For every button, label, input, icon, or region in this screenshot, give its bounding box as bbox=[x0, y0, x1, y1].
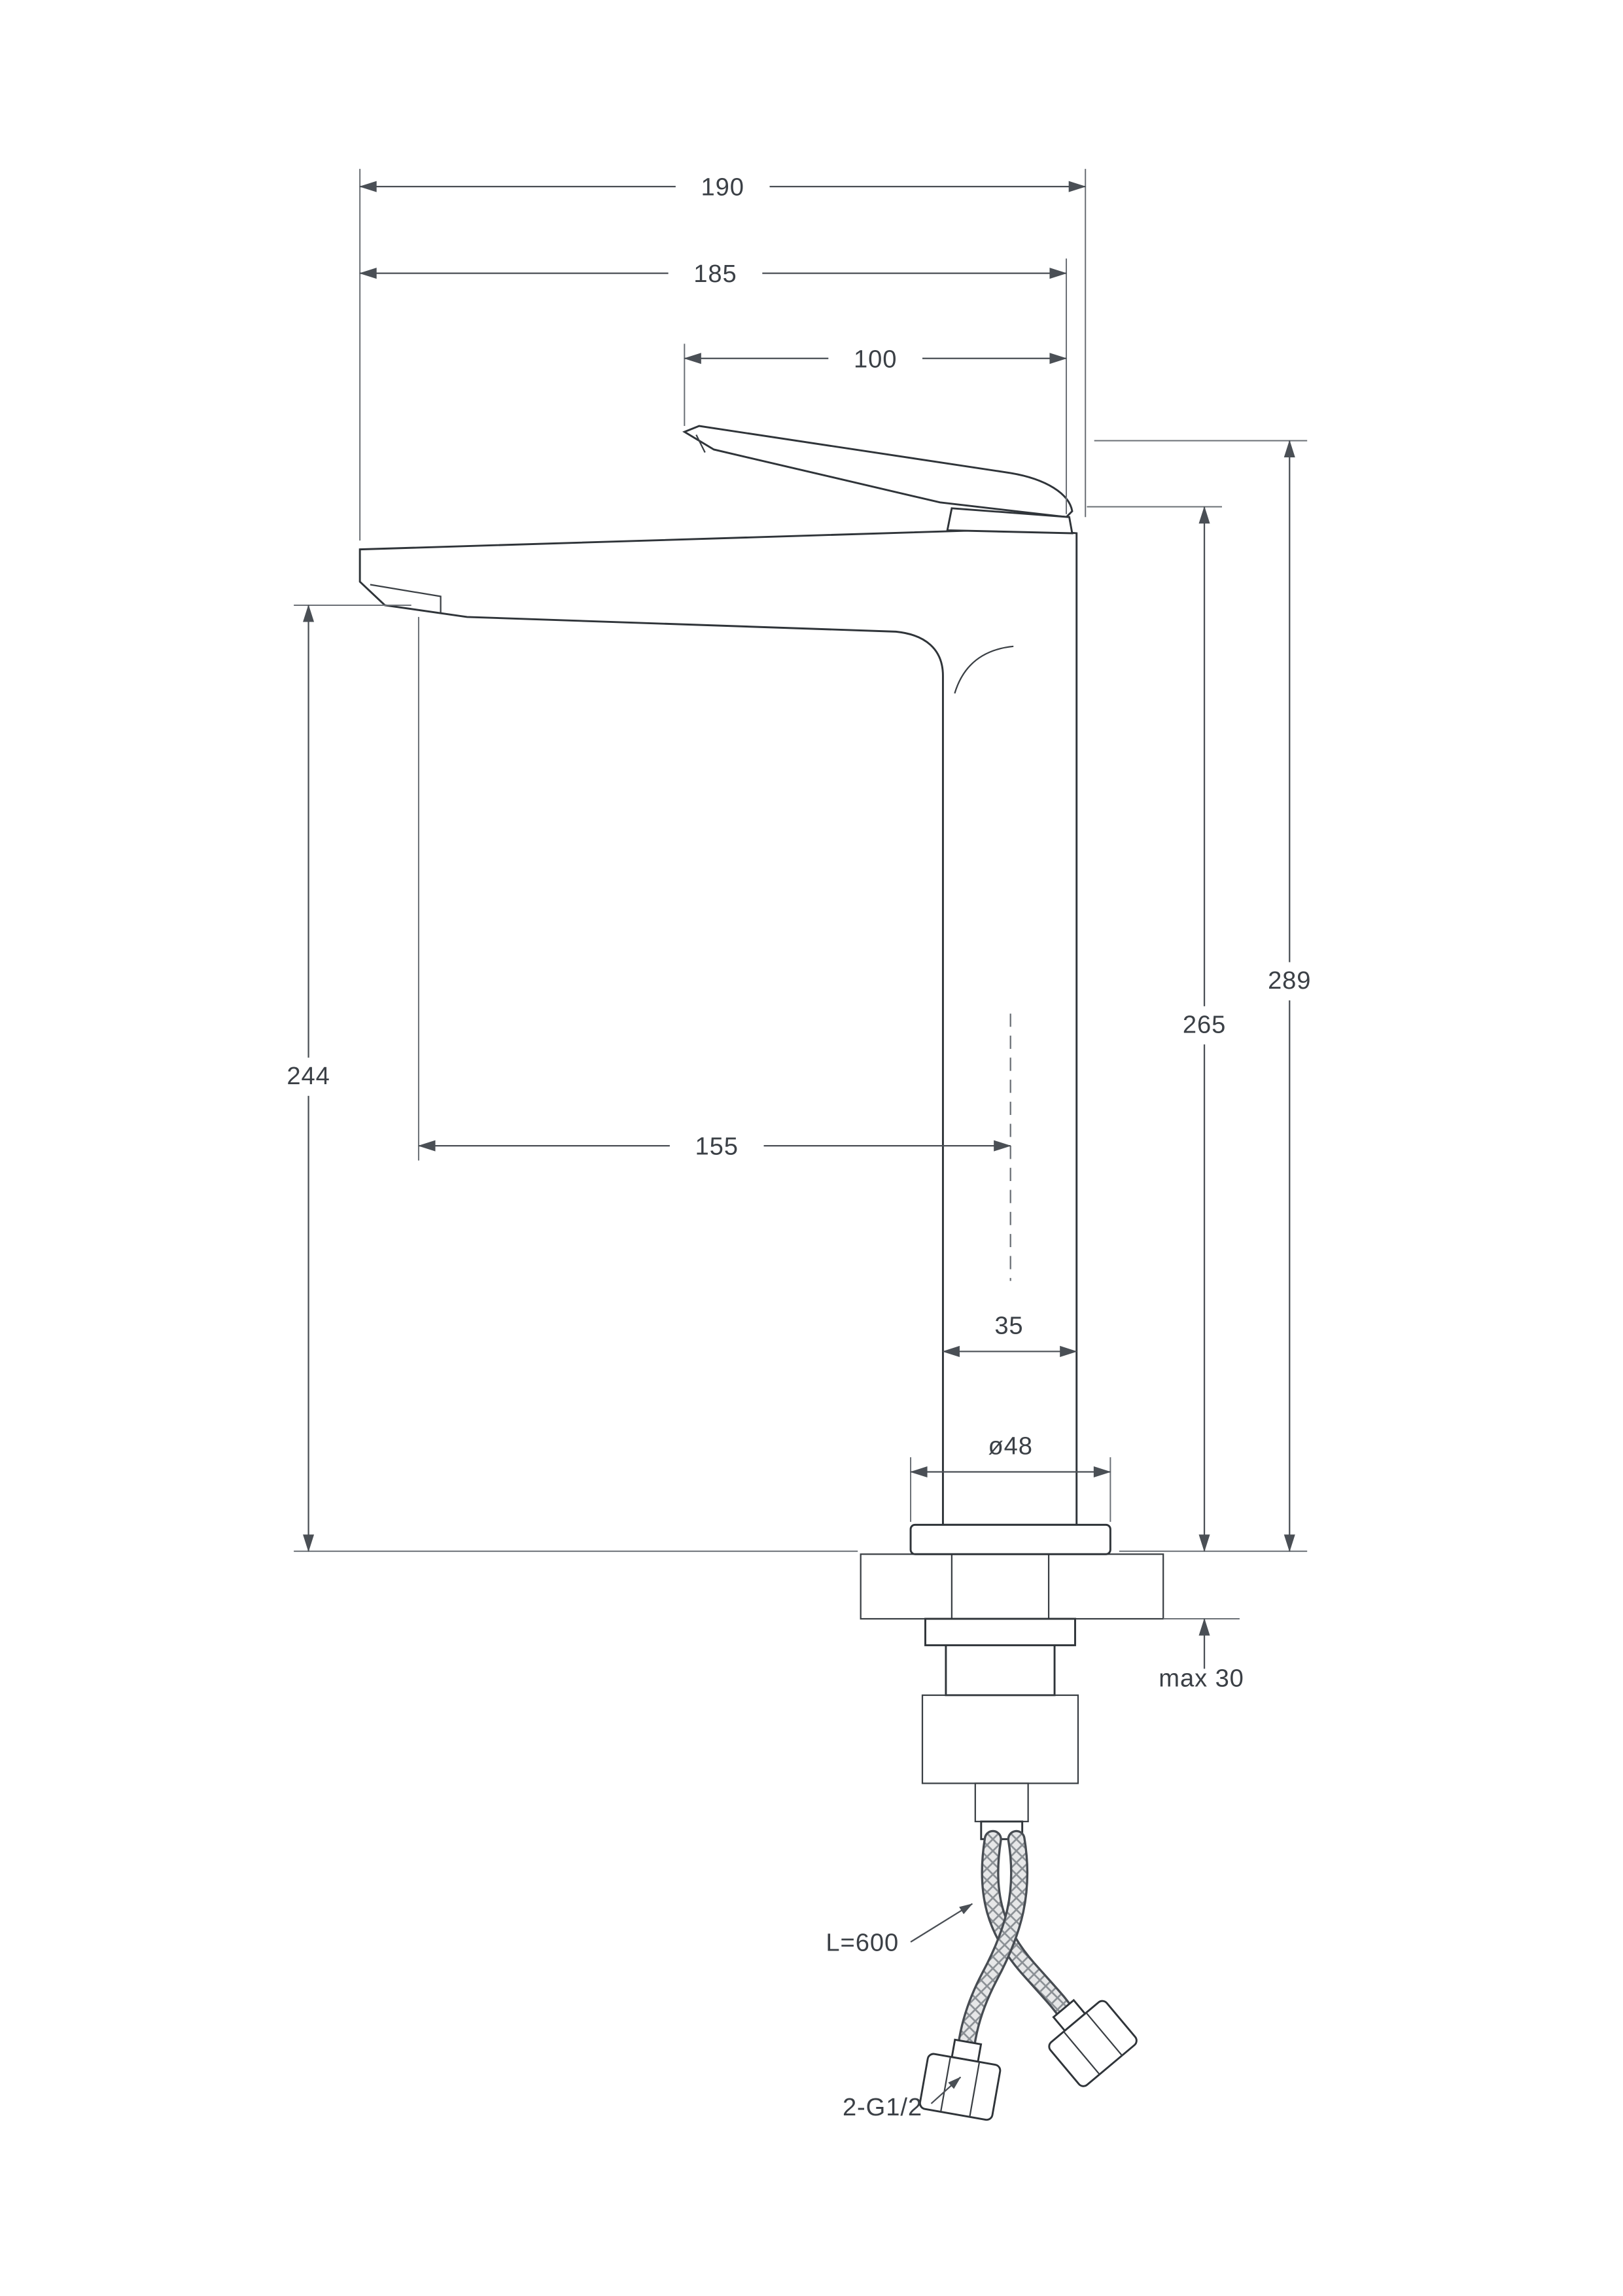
countertop-right bbox=[1047, 1553, 1164, 1620]
countertop-left bbox=[860, 1553, 953, 1620]
dim-190: 190 bbox=[358, 167, 1087, 541]
dim-35-label: 35 bbox=[994, 1311, 1023, 1339]
label-connection-thread: 2-G1/2 bbox=[843, 2076, 962, 2121]
faucet-body bbox=[358, 425, 1164, 2121]
mounting-washer bbox=[924, 1617, 1076, 1646]
dim-244-label: 244 bbox=[287, 1062, 330, 1090]
dim-100: 100 bbox=[684, 339, 1068, 427]
dim-265-label: 265 bbox=[1183, 1010, 1226, 1038]
hex-nut-right bbox=[1048, 1998, 1138, 2087]
label-hose-length: L=600 bbox=[826, 1903, 973, 1956]
body-corner-curve bbox=[954, 645, 1014, 694]
dim-155-label: 155 bbox=[695, 1133, 739, 1161]
hex-nut-left bbox=[918, 2038, 1002, 2121]
dim-265: 265 bbox=[1087, 506, 1251, 1552]
dim-190-label: 190 bbox=[701, 173, 744, 202]
dim-289-label: 289 bbox=[1268, 966, 1311, 995]
dim-155: 155 bbox=[417, 616, 1011, 1165]
spout-and-column-outline bbox=[358, 527, 1078, 1526]
dim-max30: max 30 bbox=[1159, 1617, 1244, 1692]
faucet-shank bbox=[953, 1555, 1047, 1617]
knurled-nut bbox=[921, 1694, 1079, 1784]
threaded-stub bbox=[974, 1782, 1029, 1822]
dim-48: ø48 bbox=[909, 1432, 1111, 1522]
dim-48-label: ø48 bbox=[988, 1432, 1032, 1460]
dim-244: 244 bbox=[261, 604, 858, 1552]
dim-185: 185 bbox=[358, 254, 1068, 514]
hose-right-braid bbox=[983, 1832, 1077, 2026]
hose-length-label: L=600 bbox=[826, 1928, 899, 1956]
dim-max30-label: max 30 bbox=[1159, 1664, 1244, 1692]
connection-thread-label: 2-G1/2 bbox=[843, 2093, 922, 2121]
dim-35: 35 bbox=[942, 1311, 1077, 1357]
hose-left-braid bbox=[959, 1832, 1026, 2052]
dim-289: 289 bbox=[1094, 440, 1337, 1552]
dim-185-label: 185 bbox=[693, 260, 737, 288]
spout-aerator-detail bbox=[370, 584, 442, 613]
handle-lever bbox=[682, 425, 1073, 518]
handle-tip-detail bbox=[695, 434, 706, 453]
base-flange bbox=[909, 1523, 1111, 1555]
mounting-block bbox=[945, 1644, 1056, 1697]
cartridge-neck bbox=[946, 507, 1073, 535]
flex-hoses bbox=[957, 1829, 1079, 2055]
dim-100-label: 100 bbox=[854, 345, 897, 373]
